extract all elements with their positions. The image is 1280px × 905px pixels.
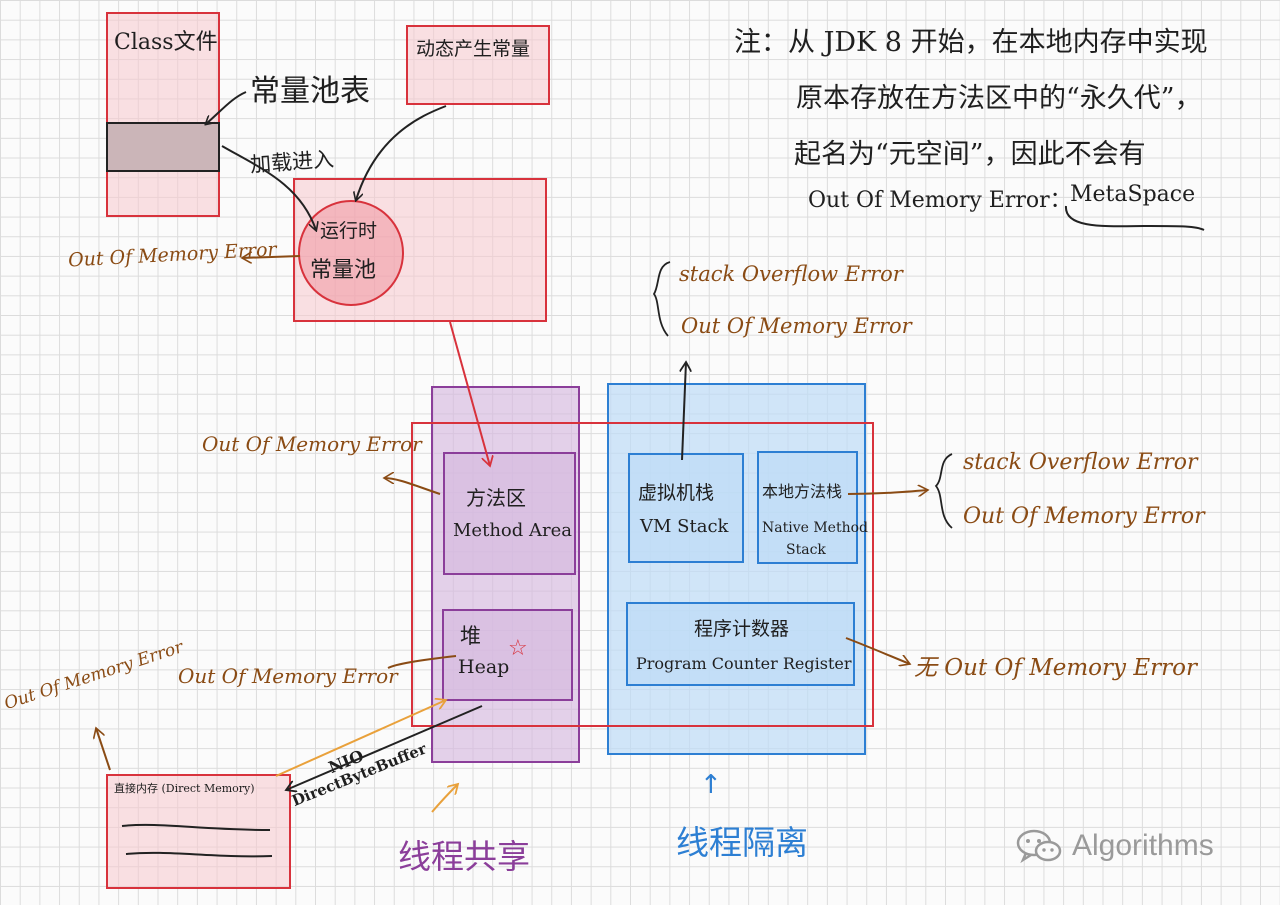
watermark-text: Algorithms bbox=[1072, 829, 1214, 862]
vm-stack-en: VM Stack bbox=[640, 516, 729, 537]
vm-stack-oom-error: Out Of Memory Error bbox=[681, 314, 912, 338]
native-stack-brace bbox=[934, 453, 953, 529]
metaspace-underline bbox=[1064, 205, 1205, 231]
native-stack-en2: Stack bbox=[786, 542, 826, 558]
native-method-stack-box bbox=[757, 451, 858, 564]
load-label: 加载进入 bbox=[249, 147, 335, 177]
vm-stack-stackoverflow-error: stack Overflow Error bbox=[679, 262, 903, 286]
native-stack-cn: 本地方法栈 bbox=[762, 482, 843, 501]
runtime-constant-pool-line2: 常量池 bbox=[310, 258, 377, 283]
program-counter-register-box bbox=[626, 602, 855, 686]
heap-en: Heap bbox=[458, 656, 510, 678]
dynamic-constant-box bbox=[406, 25, 550, 105]
pc-register-en: Program Counter Register bbox=[636, 654, 852, 673]
wechat-icon bbox=[1014, 826, 1066, 866]
vm-stack-brace bbox=[652, 261, 671, 337]
vm-stack-cn: 虚拟机栈 bbox=[638, 482, 715, 504]
note-line3: 起名为“元空间”，因此不会有 bbox=[794, 139, 1146, 170]
note-line1: 注：从 JDK 8 开始，在本地内存中实现 bbox=[734, 27, 1208, 58]
direct-memory-oom-arrow bbox=[96, 728, 111, 771]
direct-memory-oom-error: Out Of Memory Error bbox=[1, 637, 186, 714]
thread-isolated-label: 线程隔离 bbox=[676, 823, 808, 862]
native-stack-en: Native Method bbox=[762, 520, 868, 536]
direct-memory-box bbox=[106, 774, 291, 889]
native-stack-oom-error: Out Of Memory Error bbox=[963, 504, 1205, 529]
native-stack-stackoverflow-error: stack Overflow Error bbox=[963, 450, 1198, 475]
constant-pool-table-label: 常量池表 bbox=[250, 74, 370, 109]
pc-register-cn: 程序计数器 bbox=[694, 618, 790, 640]
thread-isolated-region bbox=[607, 383, 866, 755]
direct-memory-label: 直接内存 (Direct Memory) bbox=[114, 782, 255, 795]
heap-cn: 堆 bbox=[460, 624, 481, 648]
watermark: Algorithms bbox=[1014, 826, 1214, 866]
method-area-box bbox=[443, 452, 576, 575]
method-area-oom-error: Out Of Memory Error bbox=[202, 432, 422, 456]
method-area-cn: 方法区 bbox=[466, 486, 526, 510]
note-line4-metaspace: MetaSpace bbox=[1070, 182, 1196, 207]
pc-register-no-oom-error: 无 Out Of Memory Error bbox=[914, 655, 1197, 681]
shared-label-arrow bbox=[431, 784, 458, 813]
runtime-constant-pool-line1: 运行时 bbox=[320, 220, 378, 242]
heap-important-star-icon: ☆ bbox=[508, 636, 528, 661]
class-file-box bbox=[106, 12, 220, 217]
method-area-en: Method Area bbox=[453, 520, 572, 541]
jvm-runtime-data-area-outline bbox=[411, 422, 874, 727]
thread-isolated-arrow-icon: ↑ bbox=[700, 770, 722, 800]
constant-pool-table-slot bbox=[106, 122, 220, 172]
class-file-title: Class文件 bbox=[114, 30, 218, 55]
note-line4-prefix: Out Of Memory Error： bbox=[808, 188, 1072, 213]
dynamic-constant-label: 动态产生常量 bbox=[416, 38, 531, 60]
heap-box bbox=[442, 609, 573, 701]
vm-stack-box bbox=[628, 453, 744, 563]
note-line2: 原本存放在方法区中的“永久代”， bbox=[796, 83, 1202, 114]
runtime-pool-oom-error: Out Of Memory Error bbox=[67, 238, 278, 272]
thread-shared-label: 线程共享 bbox=[398, 837, 530, 876]
heap-oom-error: Out Of Memory Error bbox=[178, 664, 398, 688]
